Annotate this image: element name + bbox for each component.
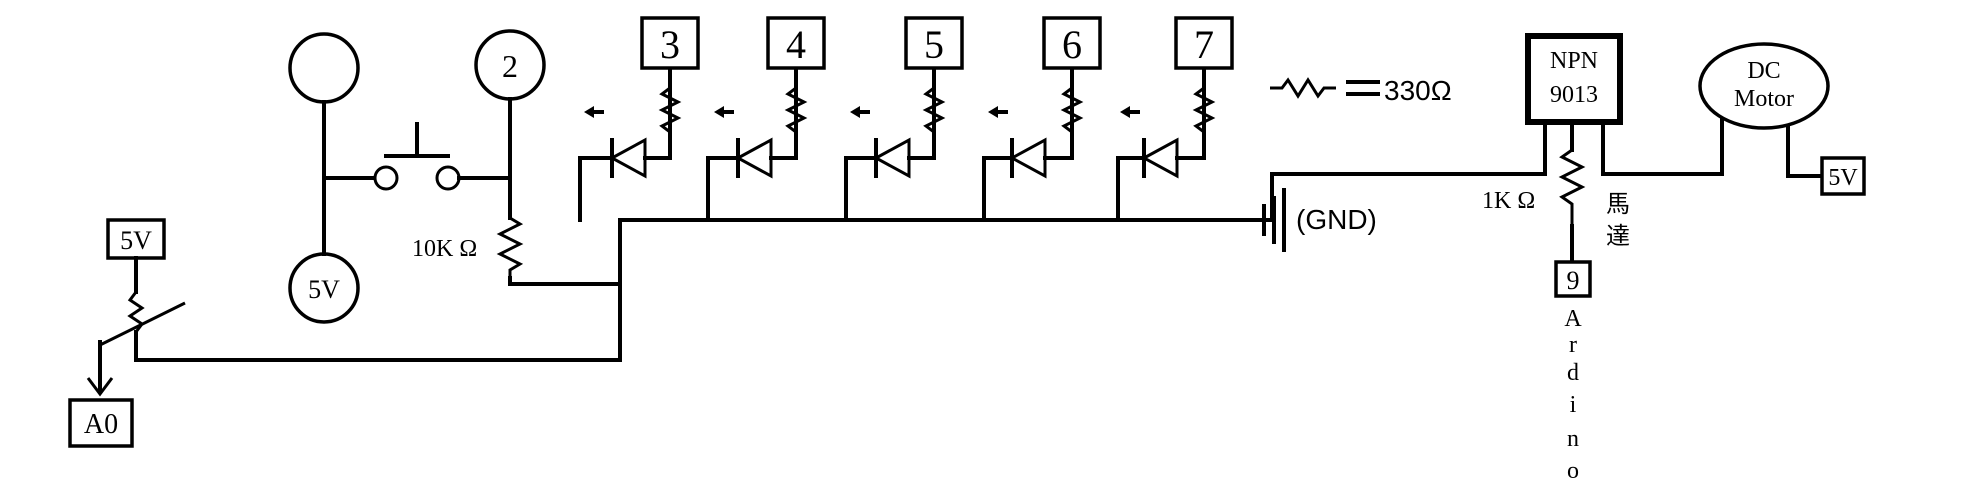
motor-label-line2: Motor xyxy=(1734,86,1794,112)
arduino-letter-1: A xyxy=(1564,306,1582,332)
base-resistor xyxy=(1558,148,1586,226)
led-1-light-arrow xyxy=(584,106,594,118)
arduino-letter-6: o xyxy=(1567,458,1579,484)
pin-4-box xyxy=(766,16,826,70)
pot-5v-label: 5V xyxy=(120,226,152,255)
pin-3-label: 3 xyxy=(660,22,680,67)
pin-7-label: 7 xyxy=(1194,22,1214,67)
legend-resistor-value: 330Ω xyxy=(1384,75,1452,106)
led-4-group: 6 xyxy=(982,16,1102,222)
led-3-resistor xyxy=(922,86,946,134)
led-1-resistor xyxy=(658,86,682,134)
led-5-resistor xyxy=(1192,86,1216,134)
pin-a0-label: A0 xyxy=(84,409,118,440)
base-resistor-label: 1K Ω xyxy=(1482,188,1535,214)
pulldown-resistor xyxy=(496,216,524,278)
pin-5-box xyxy=(904,16,964,70)
led-5-triangle xyxy=(1140,137,1179,179)
pin-6-box xyxy=(1042,16,1102,70)
led-2-triangle xyxy=(734,137,773,179)
motor-5v-box xyxy=(1820,156,1866,196)
empty-node-circle xyxy=(288,32,360,104)
led-3-triangle xyxy=(872,137,911,179)
potentiometer-arrow xyxy=(99,301,186,347)
pin-9-label: 9 xyxy=(1567,266,1580,295)
led-3-group: 5 xyxy=(844,16,964,222)
pin-2-label: 2 xyxy=(502,48,518,84)
dc-motor-ellipse xyxy=(1698,42,1830,130)
led-5-light-arrow xyxy=(1120,106,1130,118)
button-5v-label: 5V xyxy=(308,275,340,304)
led-2-resistor xyxy=(784,86,808,134)
arduino-letter-5: n xyxy=(1567,426,1579,452)
pin-6-label: 6 xyxy=(1062,22,1082,67)
transistor-box xyxy=(1525,33,1623,125)
pin-9-box xyxy=(1554,260,1592,298)
led-2-group: 4 xyxy=(706,16,826,222)
arduino-letter-3: d xyxy=(1567,360,1579,386)
led-4-resistor xyxy=(1060,86,1084,134)
led-1-triangle xyxy=(608,137,647,179)
pin-7-box xyxy=(1174,16,1234,70)
arduino-letter-2: r xyxy=(1569,332,1577,358)
pin-4-label: 4 xyxy=(786,22,806,67)
button-contact-right xyxy=(435,165,461,191)
legend-resistor-symbol xyxy=(1270,77,1336,99)
motor-5v-label: 5V xyxy=(1828,165,1858,191)
led-2-light-arrow xyxy=(714,106,724,118)
led-4-light-arrow xyxy=(988,106,998,118)
pin-3-box xyxy=(640,16,700,70)
ground-label: (GND) xyxy=(1296,204,1377,235)
pulldown-resistor-label: 10K Ω xyxy=(412,236,477,262)
button-contact-left xyxy=(373,165,399,191)
arduino-letter-4: i xyxy=(1570,392,1577,418)
led-1-group: 3 xyxy=(578,16,700,222)
motor-cn-char-2: 達 xyxy=(1606,223,1630,250)
motor-label-line1: DC xyxy=(1747,58,1780,84)
led-4-triangle xyxy=(1008,137,1047,179)
transistor-model: 9013 xyxy=(1550,82,1598,108)
transistor-type: NPN xyxy=(1550,48,1598,74)
led-5-group: 7 xyxy=(1116,16,1234,222)
pin-a0-box xyxy=(68,398,134,448)
motor-cn-char-1: 馬 xyxy=(1606,192,1630,218)
led-3-light-arrow xyxy=(850,106,860,118)
a0-arrow-head xyxy=(86,377,114,397)
pin-5-label: 5 xyxy=(924,22,944,67)
